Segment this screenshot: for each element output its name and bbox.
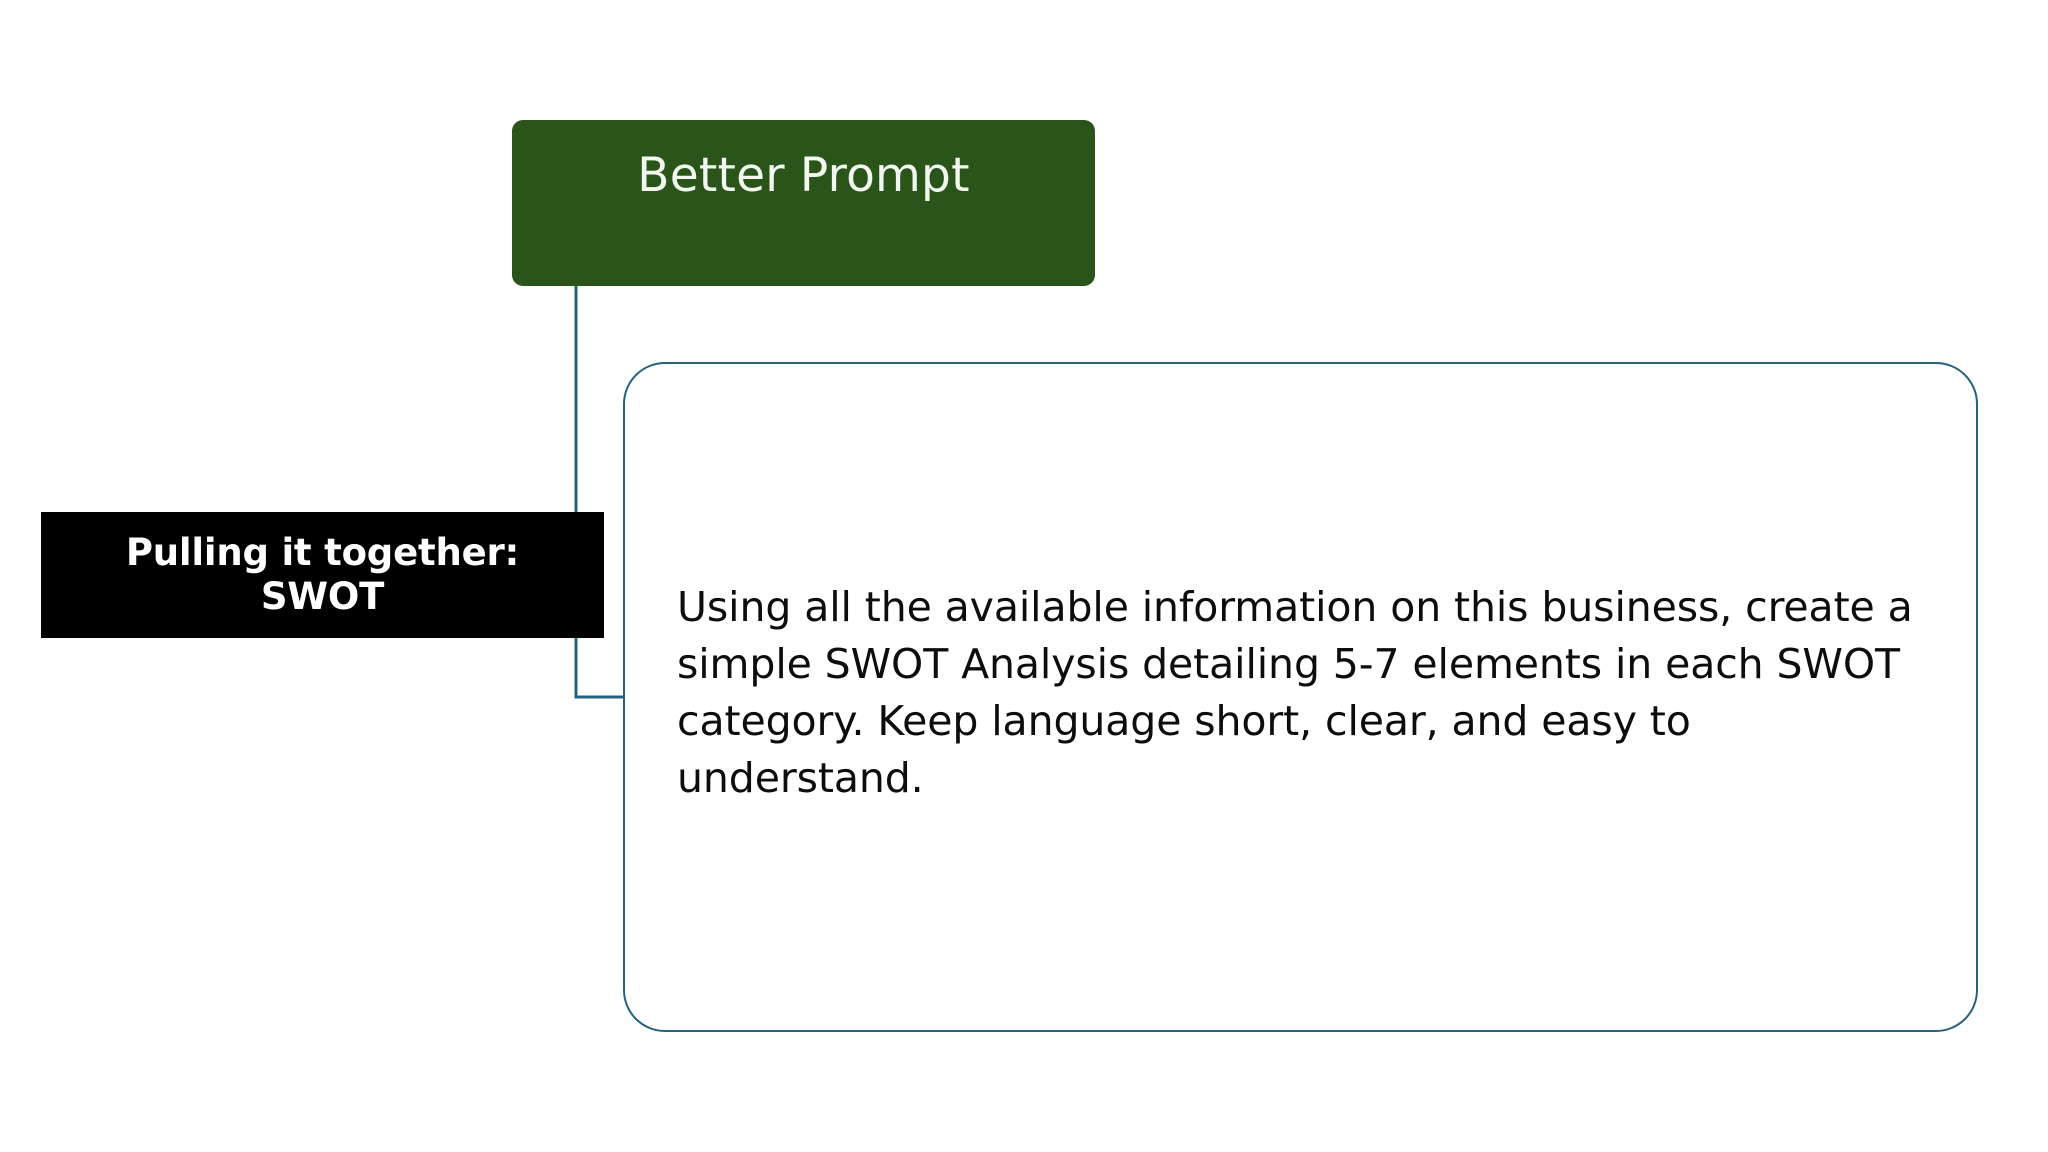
section-title-line-1: Pulling it together: xyxy=(125,531,520,575)
better-prompt-label: Better Prompt xyxy=(637,148,970,203)
prompt-card: Using all the available information on t… xyxy=(623,362,1978,1032)
prompt-body-text: Using all the available information on t… xyxy=(677,583,1913,802)
section-title-line-2: SWOT xyxy=(260,575,385,618)
better-prompt-node[interactable]: Better Prompt xyxy=(512,120,1095,286)
section-title-banner: Pulling it together: SWOT xyxy=(41,512,604,638)
